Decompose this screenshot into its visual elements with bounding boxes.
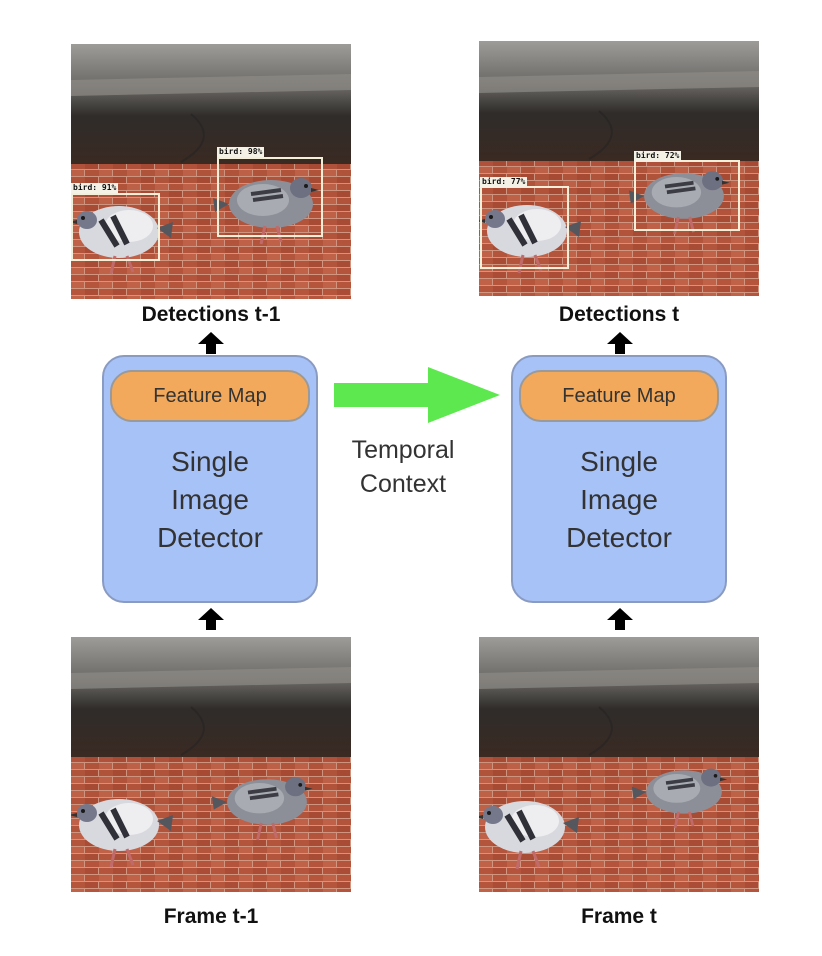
- frame-prev-caption: Frame t-1: [163, 905, 259, 928]
- detections-curr-caption: Detections t: [558, 303, 680, 326]
- arrow-up-icon: [607, 608, 633, 630]
- feature-map-curr: Feature Map: [519, 370, 719, 422]
- detector-label-curr: Single Image Detector: [566, 446, 672, 553]
- detection-box: [634, 160, 740, 231]
- detector-label-prev: Single Image Detector: [157, 446, 263, 553]
- feature-map-prev: Feature Map: [110, 370, 310, 422]
- detection-label: bird: 98%: [217, 147, 265, 157]
- arrow-up-icon: [607, 332, 633, 354]
- detection-box: [217, 157, 323, 237]
- detection-label: bird: 91%: [71, 183, 119, 193]
- arrow-up-icon: [198, 608, 224, 630]
- single-image-detector-curr: Feature Map Single Image Detector: [511, 355, 727, 603]
- frame-curr-caption: Frame t: [581, 905, 657, 928]
- detection-label: bird: 77%: [480, 177, 528, 187]
- frame-curr-image: [479, 637, 759, 892]
- single-image-detector-prev: Feature Map Single Image Detector: [102, 355, 318, 603]
- detection-label: bird: 72%: [634, 151, 682, 161]
- detection-box: [71, 193, 160, 261]
- detections-prev-caption: Detections t-1: [141, 303, 281, 326]
- temporal-context-label: Temporal Context: [351, 436, 455, 498]
- temporal-context-arrow-icon: [334, 367, 500, 423]
- frame-prev-image: [71, 637, 351, 892]
- arrow-up-icon: [198, 332, 224, 354]
- detection-box: [480, 186, 569, 269]
